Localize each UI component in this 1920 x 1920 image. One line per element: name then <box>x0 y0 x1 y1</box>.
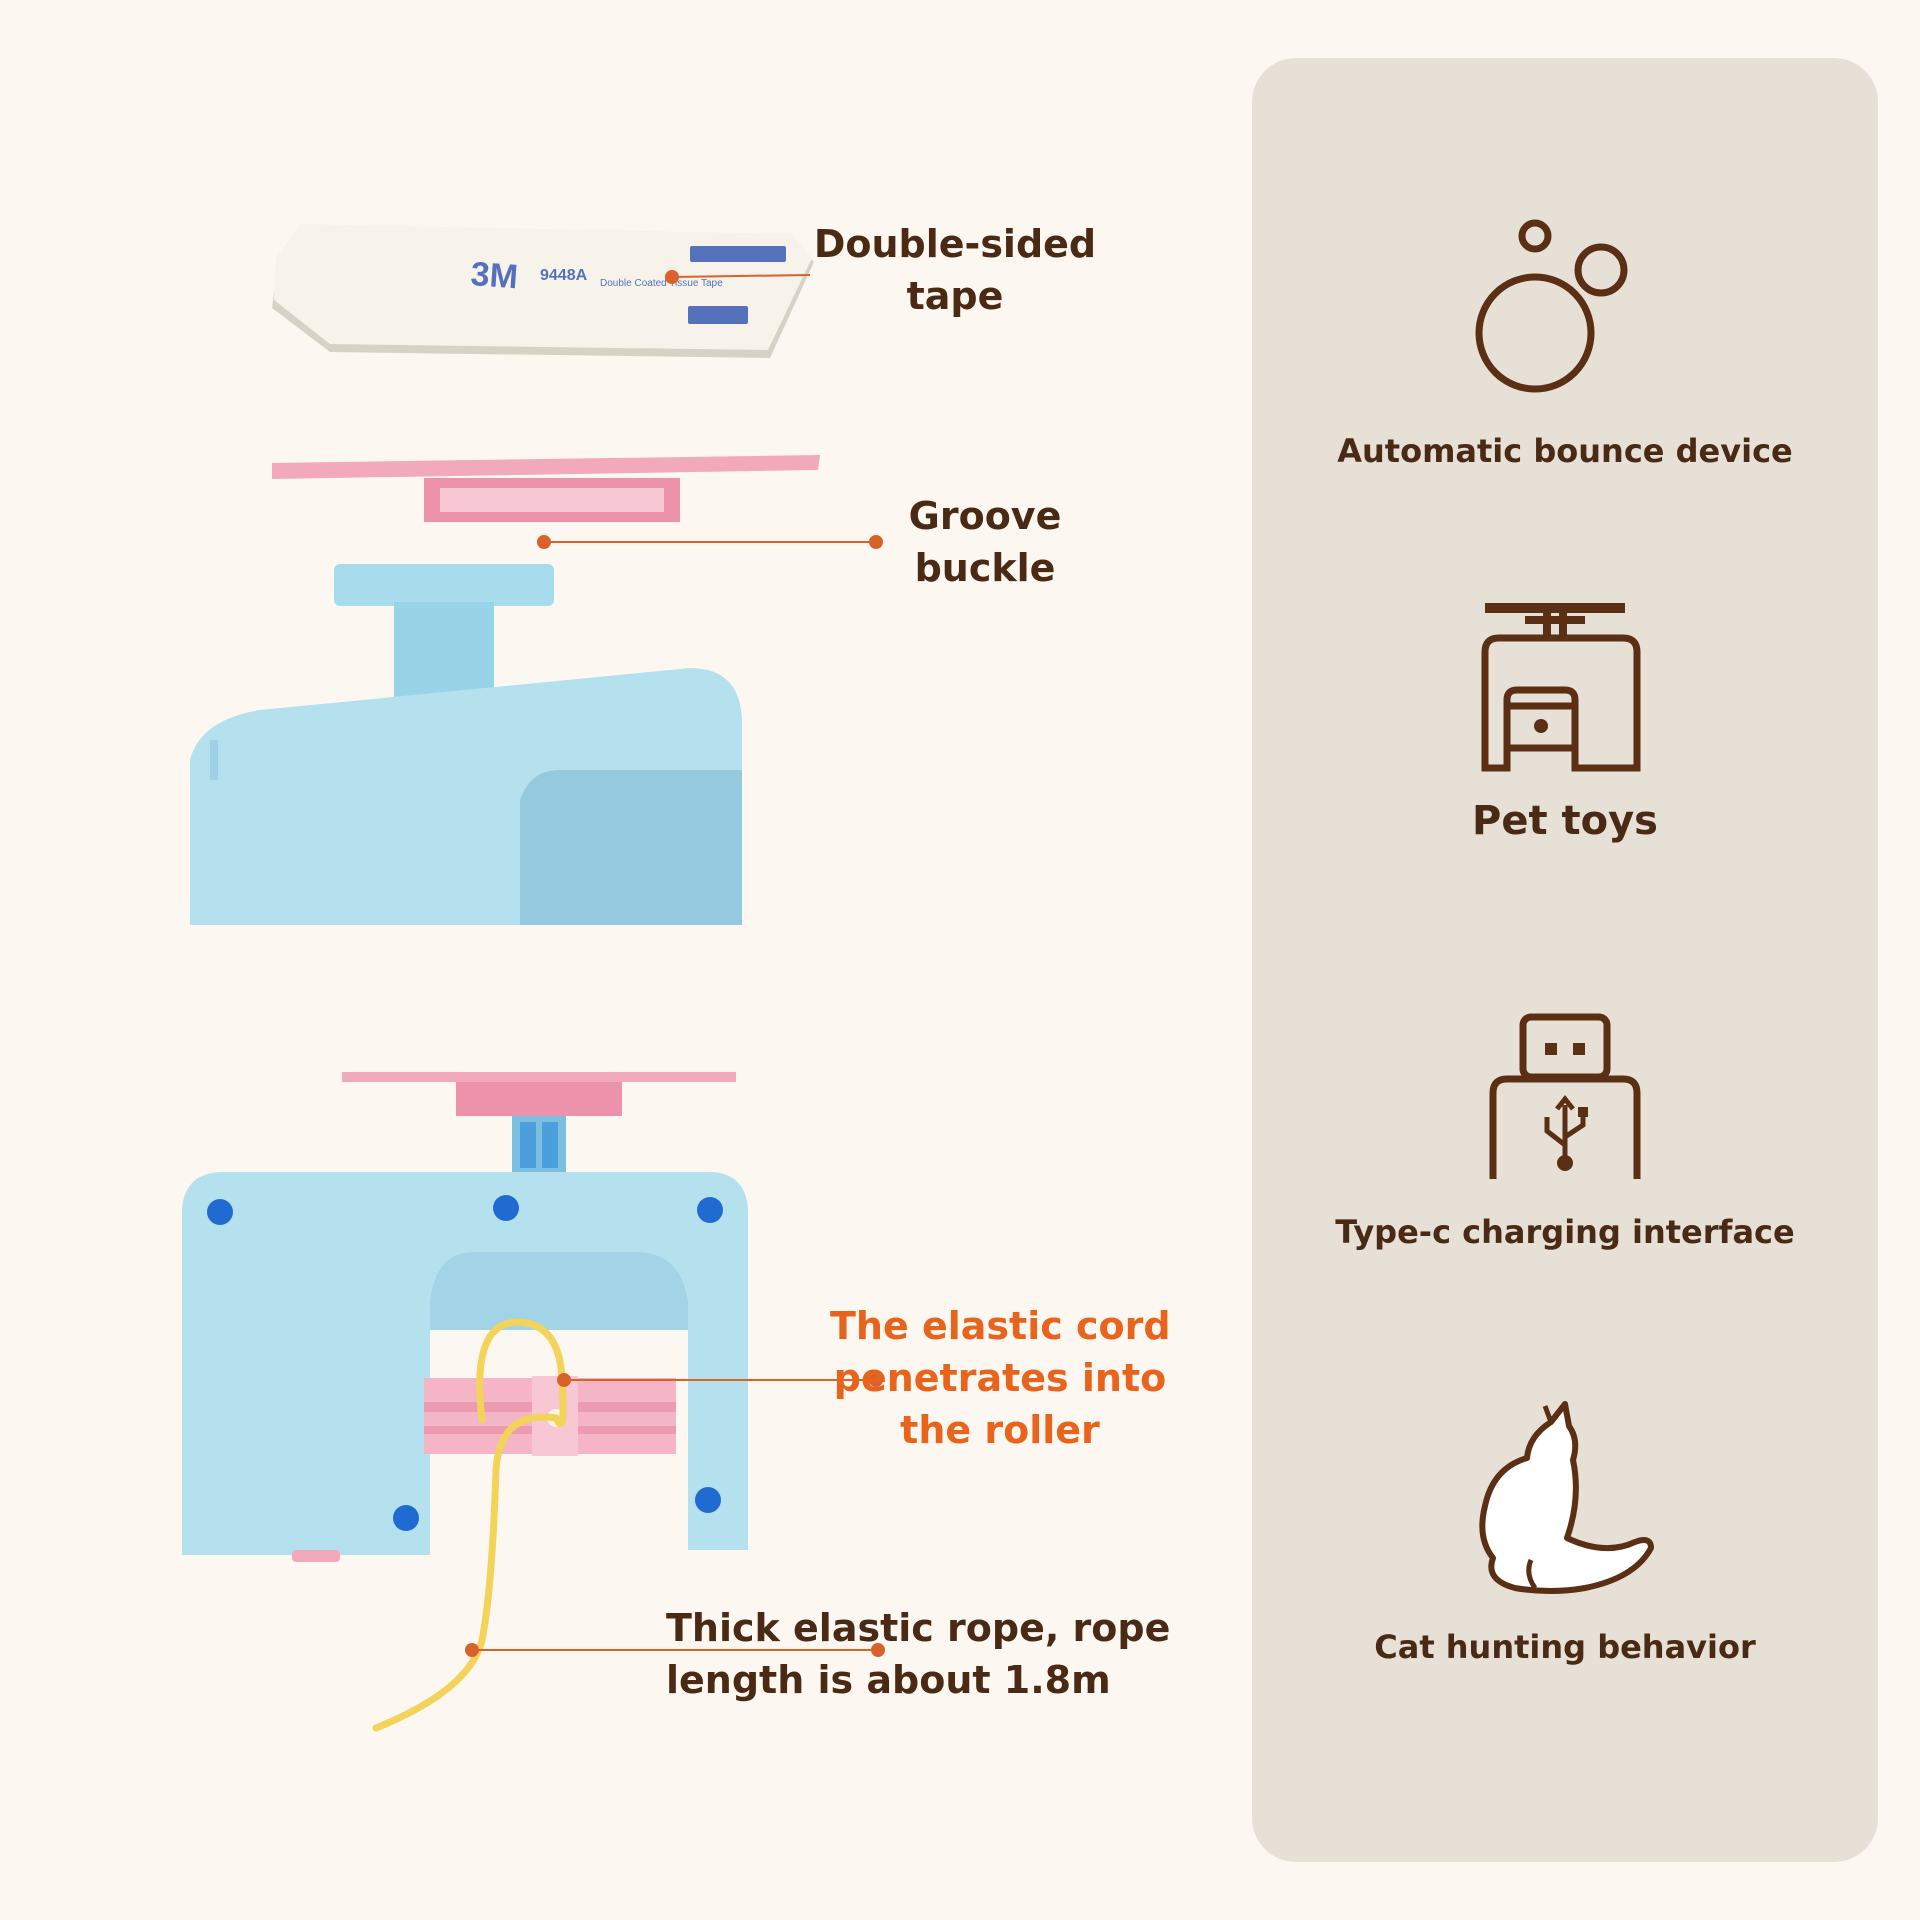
usb-icon <box>1489 1013 1641 1179</box>
tape-callout-line-2: tape <box>906 274 1004 318</box>
feature-item-hunting: Cat hunting behavior <box>1252 1388 1878 1666</box>
cord-callout: The elastic cord penetrates into the rol… <box>830 1300 1171 1456</box>
rope-callout-line-2: length is about 1.8m <box>666 1658 1111 1702</box>
leader-lines <box>465 270 885 1657</box>
tape-callout: Double-sided tape <box>810 218 1100 322</box>
feature-label-charging: Type-c charging interface <box>1335 1213 1795 1251</box>
cord-callout-line-1: The elastic cord <box>830 1304 1171 1348</box>
cord-callout-line-2: penetrates into <box>833 1356 1167 1400</box>
device-bottom-image <box>182 1072 748 1562</box>
groove-callout: Groove buckle <box>880 490 1090 594</box>
feature-item-bounce: Automatic bounce device <box>1252 218 1878 470</box>
bubbles-icon <box>1475 219 1628 393</box>
feature-label-bounce: Automatic bounce device <box>1337 432 1793 470</box>
feature-item-pet-toys: Pet toys <box>1252 598 1878 844</box>
rope-callout-line-1: Thick elastic rope, rope <box>666 1606 1171 1650</box>
desk-icon <box>1481 603 1641 772</box>
elastic-cord-image <box>372 1318 567 1732</box>
tape-model-text: 9448A <box>540 267 588 284</box>
groove-callout-line-2: buckle <box>914 546 1056 590</box>
tape-pad-image: 3M 9448A Double Coated Tissue Tape <box>272 224 814 358</box>
tape-desc-text: Double Coated Tissue Tape <box>600 278 723 289</box>
groove-callout-line-1: Groove <box>908 494 1062 538</box>
rope-callout: Thick elastic rope, rope length is about… <box>666 1602 1171 1706</box>
feature-item-charging: Type-c charging interface <box>1252 1013 1878 1251</box>
tape-callout-line-1: Double-sided <box>813 222 1097 266</box>
groove-buckle-image <box>272 455 820 522</box>
feature-label-hunting: Cat hunting behavior <box>1374 1628 1756 1666</box>
cord-callout-line-3: the roller <box>900 1408 1100 1452</box>
feature-label-pet-toys: Pet toys <box>1472 798 1658 844</box>
tape-brand-text: 3M <box>469 255 519 296</box>
feature-panel: Automatic bounce device Pet toys <box>1252 58 1878 1862</box>
cat-icon <box>1479 1401 1654 1594</box>
device-top-image <box>190 564 742 925</box>
